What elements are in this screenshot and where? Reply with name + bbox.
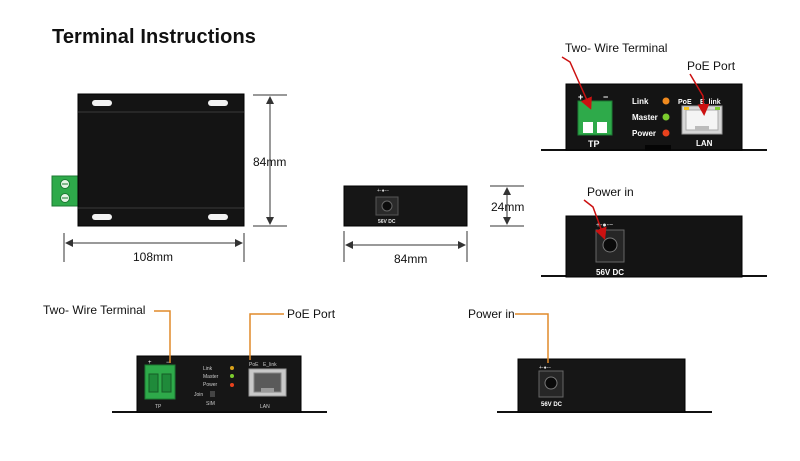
svg-text:Master: Master xyxy=(632,113,658,122)
svg-text:+-●-−: +-●-− xyxy=(596,222,613,229)
dimension-height-side: 24mm xyxy=(490,185,524,227)
callout-poe-port-bottom: PoE Port xyxy=(249,307,336,360)
svg-text:Two- Wire Terminal: Two- Wire Terminal xyxy=(43,303,145,317)
svg-text:PoE: PoE xyxy=(678,99,692,106)
device-top-view xyxy=(51,93,245,227)
svg-text:56V DC: 56V DC xyxy=(378,219,396,225)
svg-text:Two- Wire Terminal: Two- Wire Terminal xyxy=(565,41,667,55)
page-title: Terminal Instructions xyxy=(52,26,256,48)
svg-text:+: + xyxy=(578,92,583,102)
led-master xyxy=(662,113,670,121)
led-link-bottom xyxy=(230,366,234,370)
svg-text:PoE: PoE xyxy=(249,362,259,368)
callout-two-wire-terminal-top: Two- Wire Terminal xyxy=(561,41,667,110)
led-power xyxy=(662,129,670,137)
svg-text:Power in: Power in xyxy=(468,307,515,321)
device-side-view-small: +-●-− 56V DC xyxy=(343,185,468,227)
svg-text:LAN: LAN xyxy=(696,139,713,148)
svg-text:Power: Power xyxy=(632,129,656,138)
svg-text:+-●-−: +-●-− xyxy=(377,188,389,194)
svg-text:Link: Link xyxy=(203,366,213,372)
svg-text:56V DC: 56V DC xyxy=(541,402,563,408)
dimension-width-top: 108mm xyxy=(63,233,245,264)
device-top-body xyxy=(77,93,245,227)
svg-text:TP: TP xyxy=(588,139,600,149)
svg-text:Master: Master xyxy=(203,374,219,380)
svg-text:PoE Port: PoE Port xyxy=(687,59,736,73)
device-rear-body xyxy=(565,215,743,278)
mount-slot xyxy=(92,100,112,106)
device-rear-view-large: +-●-− 56V DC xyxy=(541,215,767,278)
dimension-label-24mm: 24mm xyxy=(491,200,524,214)
device-rear-view-bottom: +-●-− 56V DC xyxy=(497,358,712,413)
svg-text:Power in: Power in xyxy=(587,185,634,199)
svg-text:+: + xyxy=(148,360,152,366)
callout-power-in-right: Power in xyxy=(583,185,634,240)
svg-text:E_link: E_link xyxy=(263,362,277,368)
svg-text:Join: Join xyxy=(194,392,203,398)
callout-two-wire-terminal-bottom: Two- Wire Terminal xyxy=(43,303,171,363)
svg-text:+-●-−: +-●-− xyxy=(539,365,551,371)
svg-text:Link: Link xyxy=(632,97,649,106)
dimension-label-108mm: 108mm xyxy=(133,250,173,264)
dimension-height-top: 84mm xyxy=(253,94,287,227)
device-front-view-large: + − TP Link Master Power PoE E_link LAN xyxy=(541,83,767,151)
svg-text:56V DC: 56V DC xyxy=(596,268,624,277)
callout-power-in-bottom: Power in xyxy=(468,307,549,363)
mount-slot xyxy=(92,214,112,220)
device-front-view-bottom: + − TP Link Master Power Join SIM PoE E_… xyxy=(112,355,327,413)
svg-text:SIM: SIM xyxy=(206,401,215,407)
mount-slot xyxy=(208,214,228,220)
dimension-width-side: 84mm xyxy=(343,231,468,266)
svg-text:Power: Power xyxy=(203,382,218,388)
svg-text:−: − xyxy=(166,360,170,366)
svg-text:E_link: E_link xyxy=(700,99,721,106)
dimension-label-84mm-side: 84mm xyxy=(394,252,427,266)
sim-switch xyxy=(210,391,215,397)
led-master-bottom xyxy=(230,374,234,378)
led-link xyxy=(662,97,670,105)
svg-text:PoE Port: PoE Port xyxy=(287,307,336,321)
svg-text:LAN: LAN xyxy=(260,404,270,410)
svg-text:−: − xyxy=(603,92,608,102)
mount-slot xyxy=(208,100,228,106)
callout-poe-port-top: PoE Port xyxy=(687,59,736,116)
dimension-label-84mm: 84mm xyxy=(253,155,286,169)
device-side-body xyxy=(343,185,468,227)
svg-text:TP: TP xyxy=(155,404,162,410)
led-power-bottom xyxy=(230,383,234,387)
